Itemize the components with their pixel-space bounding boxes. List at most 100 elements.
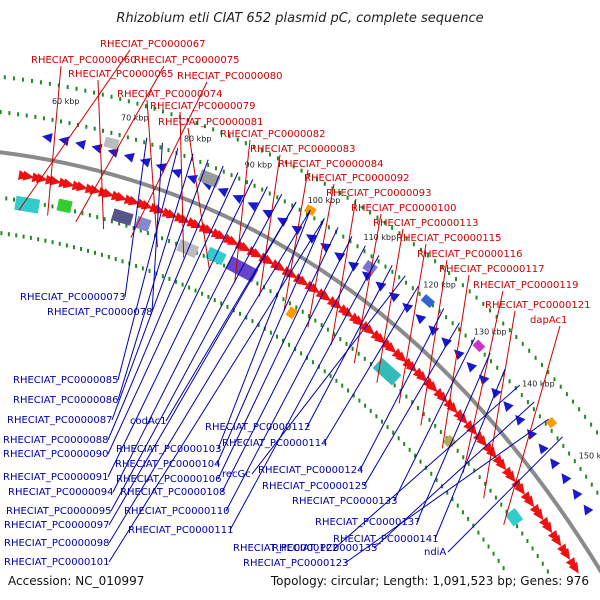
outer-dot bbox=[364, 403, 367, 408]
outer-dot bbox=[107, 254, 110, 259]
forward-gene-arrow bbox=[568, 561, 579, 574]
gene-block bbox=[545, 416, 558, 429]
inner-dot bbox=[42, 116, 45, 121]
forward-gene-arrow bbox=[514, 482, 526, 495]
forward-leader-line bbox=[97, 79, 105, 230]
forward-gene-arrow bbox=[165, 208, 178, 219]
inner2-dot bbox=[528, 348, 531, 353]
inner2-dot bbox=[260, 148, 263, 153]
inner2-dot bbox=[495, 314, 498, 319]
forward-leader-line bbox=[376, 228, 404, 383]
outer-dot bbox=[329, 374, 332, 379]
outer-dot bbox=[369, 408, 372, 413]
reverse-gene-label: RHECIAT_PC0000133 bbox=[292, 496, 397, 507]
outer-dot bbox=[121, 259, 124, 264]
inner2-dot bbox=[136, 101, 139, 106]
inner2-dot bbox=[66, 85, 69, 90]
reverse-gene-label: RHECIAT_PC0000103 bbox=[116, 444, 221, 455]
mid-dot bbox=[428, 417, 431, 422]
inner2-dot bbox=[578, 407, 581, 412]
inner-dot bbox=[405, 280, 408, 285]
mid-dot bbox=[161, 236, 164, 241]
reverse-gene-label: RHECIAT_PC0000135 bbox=[272, 543, 377, 554]
outer-dot bbox=[148, 268, 151, 273]
reverse-gene-label: RHECIAT_PC0000122 bbox=[233, 543, 338, 554]
gene-block bbox=[134, 215, 152, 232]
forward-gene-arrow bbox=[436, 391, 448, 403]
mid-dot bbox=[43, 202, 46, 207]
inner-dot bbox=[502, 372, 505, 377]
mid-dot bbox=[81, 211, 84, 216]
mid-dot bbox=[132, 226, 135, 231]
forward-gene-arrow bbox=[102, 188, 115, 198]
accession-text: Accession: NC_010997 bbox=[8, 574, 144, 588]
gene-labels: RHECIAT_PC0000067RHECIAT_PC0000060RHECIA… bbox=[3, 39, 590, 569]
inner2-dot bbox=[461, 283, 464, 288]
reverse-gene-label: RHECIAT_PC0000141 bbox=[333, 534, 438, 545]
scale-tick-label: 140 kbp bbox=[522, 380, 555, 389]
forward-gene-arrow bbox=[296, 275, 309, 286]
inner-dot bbox=[411, 286, 414, 291]
forward-gene-arrow bbox=[76, 181, 88, 192]
inner-dot bbox=[356, 244, 359, 249]
inner2-dot bbox=[220, 130, 223, 135]
forward-gene-label: dapAc1 bbox=[530, 315, 567, 326]
mid-dot bbox=[489, 488, 492, 493]
inner2-dot bbox=[323, 181, 326, 186]
mid-dot bbox=[326, 327, 329, 332]
inner2-dot bbox=[127, 99, 130, 104]
inner2-dot bbox=[398, 231, 401, 236]
forward-leader-line bbox=[130, 81, 208, 238]
outer-dot bbox=[477, 530, 480, 535]
reverse-gene-label: RHECIAT_PC0000098 bbox=[4, 538, 109, 549]
outer-dot bbox=[175, 279, 178, 284]
gene-block bbox=[472, 339, 486, 353]
reverse-leader-line bbox=[117, 153, 194, 401]
inner-dot bbox=[313, 216, 316, 221]
forward-gene-label: RHECIAT_PC0000081 bbox=[158, 117, 263, 128]
inner2-dot bbox=[110, 94, 113, 99]
inner2-dot bbox=[540, 362, 543, 367]
forward-gene-arrow bbox=[89, 184, 102, 195]
inner-dot bbox=[253, 183, 256, 188]
forward-gene-label: RHECIAT_PC0000092 bbox=[304, 173, 409, 184]
mid-dot bbox=[339, 337, 342, 342]
inner2-dot bbox=[405, 236, 408, 241]
forward-gene-arrow bbox=[426, 380, 438, 393]
inner-dot bbox=[207, 163, 210, 168]
reverse-gene-label: RHECIAT_PC0000106 bbox=[116, 474, 221, 485]
inner2-dot bbox=[590, 422, 593, 427]
inner-dot bbox=[17, 112, 20, 117]
forward-gene-arrow bbox=[476, 435, 488, 447]
inner2-dot bbox=[534, 355, 537, 360]
inner-dot bbox=[230, 173, 233, 178]
gene-block bbox=[505, 508, 524, 527]
forward-gene-arrow bbox=[22, 170, 35, 181]
inner-dot bbox=[464, 333, 467, 338]
reverse-gene-arrow bbox=[232, 195, 244, 205]
inner2-dot bbox=[316, 177, 319, 182]
inner-dot bbox=[199, 159, 202, 164]
forward-gene-arrow bbox=[446, 401, 458, 414]
inner2-dot bbox=[391, 225, 394, 230]
mid-dot bbox=[536, 554, 539, 559]
mid-dot bbox=[288, 301, 291, 306]
mid-dot bbox=[73, 209, 76, 214]
forward-leader-line bbox=[187, 127, 210, 270]
forward-gene-arrow bbox=[395, 351, 407, 363]
inner2-dot bbox=[584, 414, 587, 419]
inner-dot bbox=[276, 195, 279, 200]
inner2-dot bbox=[441, 265, 444, 270]
outer-dot bbox=[288, 342, 291, 347]
inner-dot bbox=[349, 239, 352, 244]
inner-dot bbox=[34, 114, 37, 119]
inner-dot bbox=[93, 126, 96, 131]
forward-gene-label: RHECIAT_PC0000065 bbox=[68, 69, 173, 80]
map-title: Rhizobium etli CIAT 652 plasmid pC, comp… bbox=[116, 11, 483, 26]
mid-dot bbox=[494, 495, 497, 500]
inner-dot bbox=[556, 436, 559, 441]
forward-gene-label: RHECIAT_PC0000117 bbox=[439, 264, 544, 275]
mid-dot bbox=[320, 323, 323, 328]
outer-dot bbox=[467, 516, 470, 521]
reverse-gene-arrow bbox=[466, 361, 478, 373]
